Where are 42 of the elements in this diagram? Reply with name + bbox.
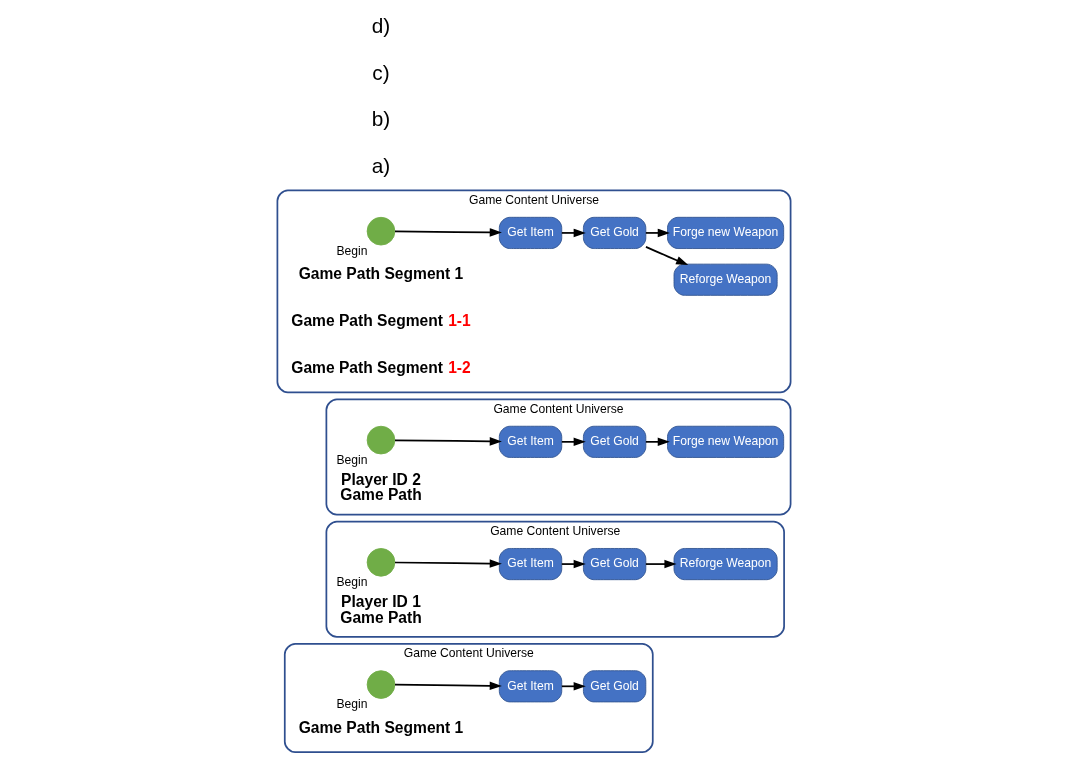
- arrow: [560, 228, 586, 238]
- node-box: Get Gold: [582, 548, 647, 581]
- node-box: Get Item: [498, 670, 563, 703]
- node-box: Forge new Weapon: [667, 425, 785, 458]
- node-box: Reforge Weapon: [673, 548, 778, 581]
- node-box: Get Item: [498, 548, 563, 581]
- node-box: Get Item: [498, 425, 563, 458]
- label: Game Path Segment 1: [298, 718, 464, 736]
- label: Game Path Segment 1-2: [291, 358, 471, 376]
- node-box: Get Gold: [582, 425, 647, 458]
- arrow: [560, 682, 586, 691]
- arrow: [645, 437, 670, 447]
- node-label: Begin: [336, 243, 368, 258]
- arrow: [645, 245, 689, 266]
- arrow: [394, 681, 502, 691]
- arrow: [645, 228, 670, 238]
- node-label: Begin: [336, 574, 368, 589]
- node-circle: [366, 425, 396, 455]
- node-circle: [366, 670, 396, 699]
- label: d): [371, 13, 391, 37]
- label: Game Path Segment 1: [298, 265, 464, 283]
- node-box: Reforge Weapon: [673, 263, 778, 296]
- node-box: Get Gold: [582, 670, 647, 703]
- arrow: [560, 559, 586, 569]
- arrow: [560, 437, 586, 447]
- node-circle: [366, 548, 396, 577]
- node-circle: [366, 216, 396, 246]
- label: a): [371, 154, 391, 178]
- arrow: [394, 437, 502, 446]
- label: Player ID 2 Game Path: [340, 470, 422, 504]
- node-box: Get Gold: [582, 216, 647, 249]
- label: c): [372, 60, 390, 84]
- node-label: Begin: [336, 452, 368, 467]
- arrow: [645, 559, 677, 569]
- node-label: Begin: [336, 697, 368, 712]
- label: Game Path Segment 1-1: [291, 312, 471, 330]
- node-box: Forge new Weapon: [667, 216, 785, 249]
- node-box: Get Item: [498, 216, 563, 249]
- label: b): [371, 107, 391, 131]
- arrow: [394, 228, 502, 237]
- label: Player ID 1 Game Path: [340, 592, 422, 626]
- arrow: [394, 559, 502, 568]
